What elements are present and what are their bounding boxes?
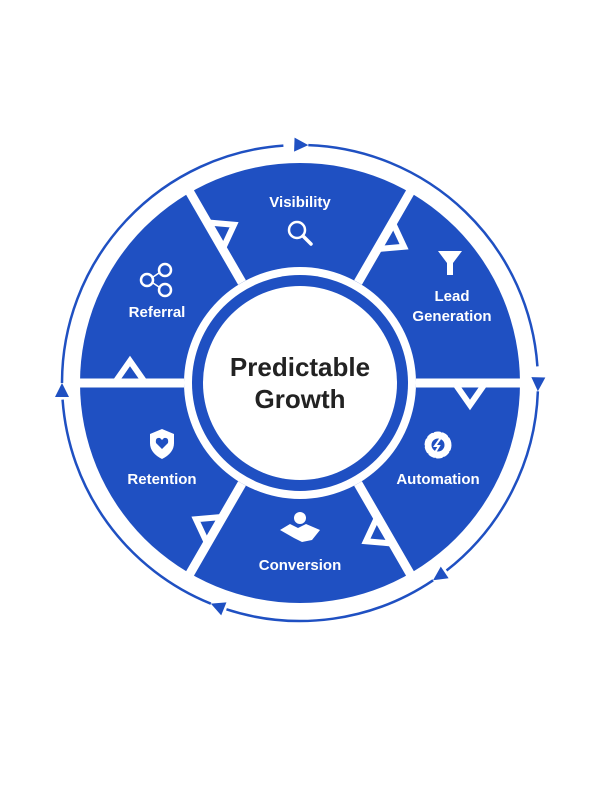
segment-label-retention: Retention <box>127 471 197 488</box>
lead-line2: Generation <box>412 308 492 325</box>
shield-heart-icon <box>150 429 174 459</box>
user <box>157 262 173 278</box>
lens <box>287 220 307 240</box>
segment-label-lead-generation: Lead Generation <box>412 287 491 327</box>
gear-lightning-icon <box>424 431 452 459</box>
chevron-shape <box>209 219 239 249</box>
arrowhead-shape <box>531 377 546 392</box>
network-users-icon <box>139 262 173 298</box>
handshake-dollar-icon <box>280 512 320 542</box>
divider-arrow-icon <box>361 517 391 547</box>
arrowhead-shape <box>55 383 69 397</box>
outer-arrowhead-icon <box>55 383 69 397</box>
divider-arrow-icon <box>379 223 409 252</box>
chevron-shape <box>113 355 147 383</box>
outer-cycle-arc <box>61 399 212 605</box>
divider-arrow-icon <box>191 514 221 543</box>
segment-label-automation: Automation <box>396 471 480 488</box>
chevron-shape <box>379 223 409 252</box>
outer-cycle-arc <box>445 391 540 572</box>
segment-label-conversion: Conversion <box>258 557 342 574</box>
segment-label-referral: Referral <box>128 304 186 321</box>
arrowhead-shape <box>294 137 309 152</box>
arrowhead-shape <box>210 602 227 616</box>
center-title: Predictable Growth <box>230 351 370 415</box>
user <box>157 282 173 298</box>
outer-arrowhead-icon <box>531 377 546 392</box>
outer-cycle-arc <box>308 143 539 367</box>
divider-arrow-icon <box>209 219 239 249</box>
outer-arrowhead-icon <box>210 602 227 616</box>
heart <box>155 437 169 449</box>
bolt <box>433 438 441 452</box>
user <box>139 272 155 288</box>
segment-divider <box>354 481 415 578</box>
coin <box>294 512 306 524</box>
center-title-line1: Predictable <box>229 352 371 382</box>
outer-cycle-arc <box>60 144 284 384</box>
arrowhead-shape <box>433 566 449 581</box>
link <box>152 272 160 278</box>
gear-teeth <box>424 431 452 459</box>
funnel-icon <box>438 251 462 275</box>
divider-arrow-icon <box>113 355 147 383</box>
outer-cycle-arc <box>226 579 434 623</box>
segment-divider <box>354 188 415 285</box>
segment-divider <box>185 481 246 578</box>
segment-label-visibility: Visibility <box>269 194 331 211</box>
gear-body <box>428 435 448 455</box>
handle <box>301 234 313 246</box>
funnel <box>438 251 462 275</box>
lead-line1: Lead <box>434 288 470 305</box>
link <box>152 282 160 288</box>
hands <box>280 524 320 542</box>
magnifier-icon <box>287 220 313 246</box>
center-title-line2: Growth <box>254 384 346 414</box>
segment-divider <box>185 188 246 285</box>
center-circle <box>203 286 397 480</box>
chevron-shape <box>453 383 487 411</box>
chevron-shape <box>361 517 391 547</box>
divider-arrow-icon <box>453 383 487 411</box>
chevron-shape <box>191 514 221 543</box>
outer-arrowhead-icon <box>294 137 309 152</box>
outer-arrowhead-icon <box>433 566 449 581</box>
